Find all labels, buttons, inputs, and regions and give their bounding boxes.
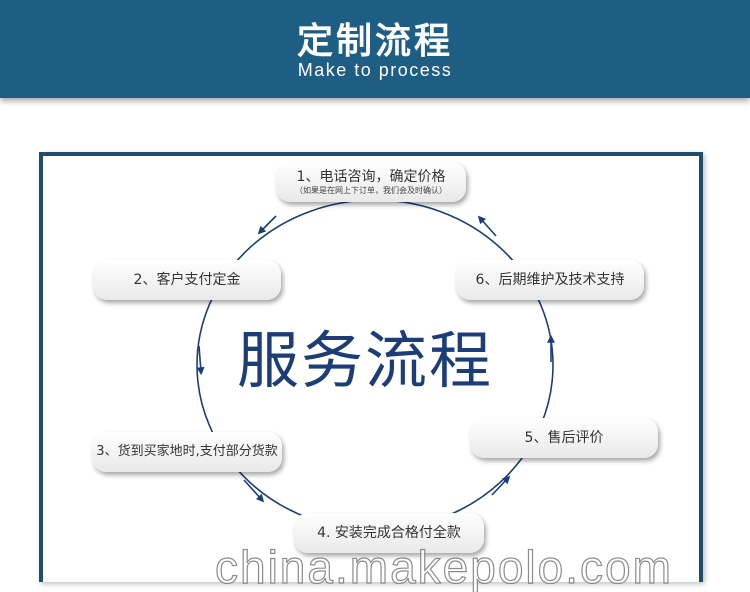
arrow-2-to-3: [196, 345, 205, 376]
arrow-3-to-4: [243, 479, 265, 503]
step-label: 5、售后评价: [524, 430, 604, 446]
diagram-frame: [39, 152, 703, 582]
step-label: 4. 安装完成合格付全款: [317, 525, 461, 541]
step-5-review: 5、售后评价: [470, 418, 658, 458]
page-title: 定制流程: [296, 21, 453, 62]
step-4-final-payment: 4. 安装完成合格付全款: [294, 513, 484, 553]
step-label: 6、后期维护及技术支持: [475, 272, 625, 288]
step-2-deposit: 2、客户支付定金: [93, 260, 281, 300]
step-1-consultation: 1、电话咨询，确定价格 （如果是在网上下订单，我们会及时确认）: [276, 162, 466, 202]
arrow-1-to-2: [257, 215, 277, 235]
step-label: 1、电话咨询，确定价格: [296, 168, 446, 185]
step-note: （如果是在网上下订单，我们会及时确认）: [295, 185, 447, 195]
step-3-partial-payment: 3、货到买家地时,支付部分货款: [92, 432, 282, 472]
arrow-6-to-1: [477, 215, 497, 237]
step-label: 2、客户支付定金: [133, 272, 241, 288]
page-subtitle: Make to process: [297, 60, 453, 80]
arrow-4-to-5: [491, 475, 511, 496]
service-process-title: 服务流程: [236, 324, 493, 397]
header-banner: 定制流程 Make to process: [0, 0, 750, 98]
step-label: 3、货到买家地时,支付部分货款: [96, 444, 278, 459]
watermark: china.makepolo.com: [215, 540, 673, 592]
step-6-maintenance: 6、后期维护及技术支持: [456, 260, 644, 300]
